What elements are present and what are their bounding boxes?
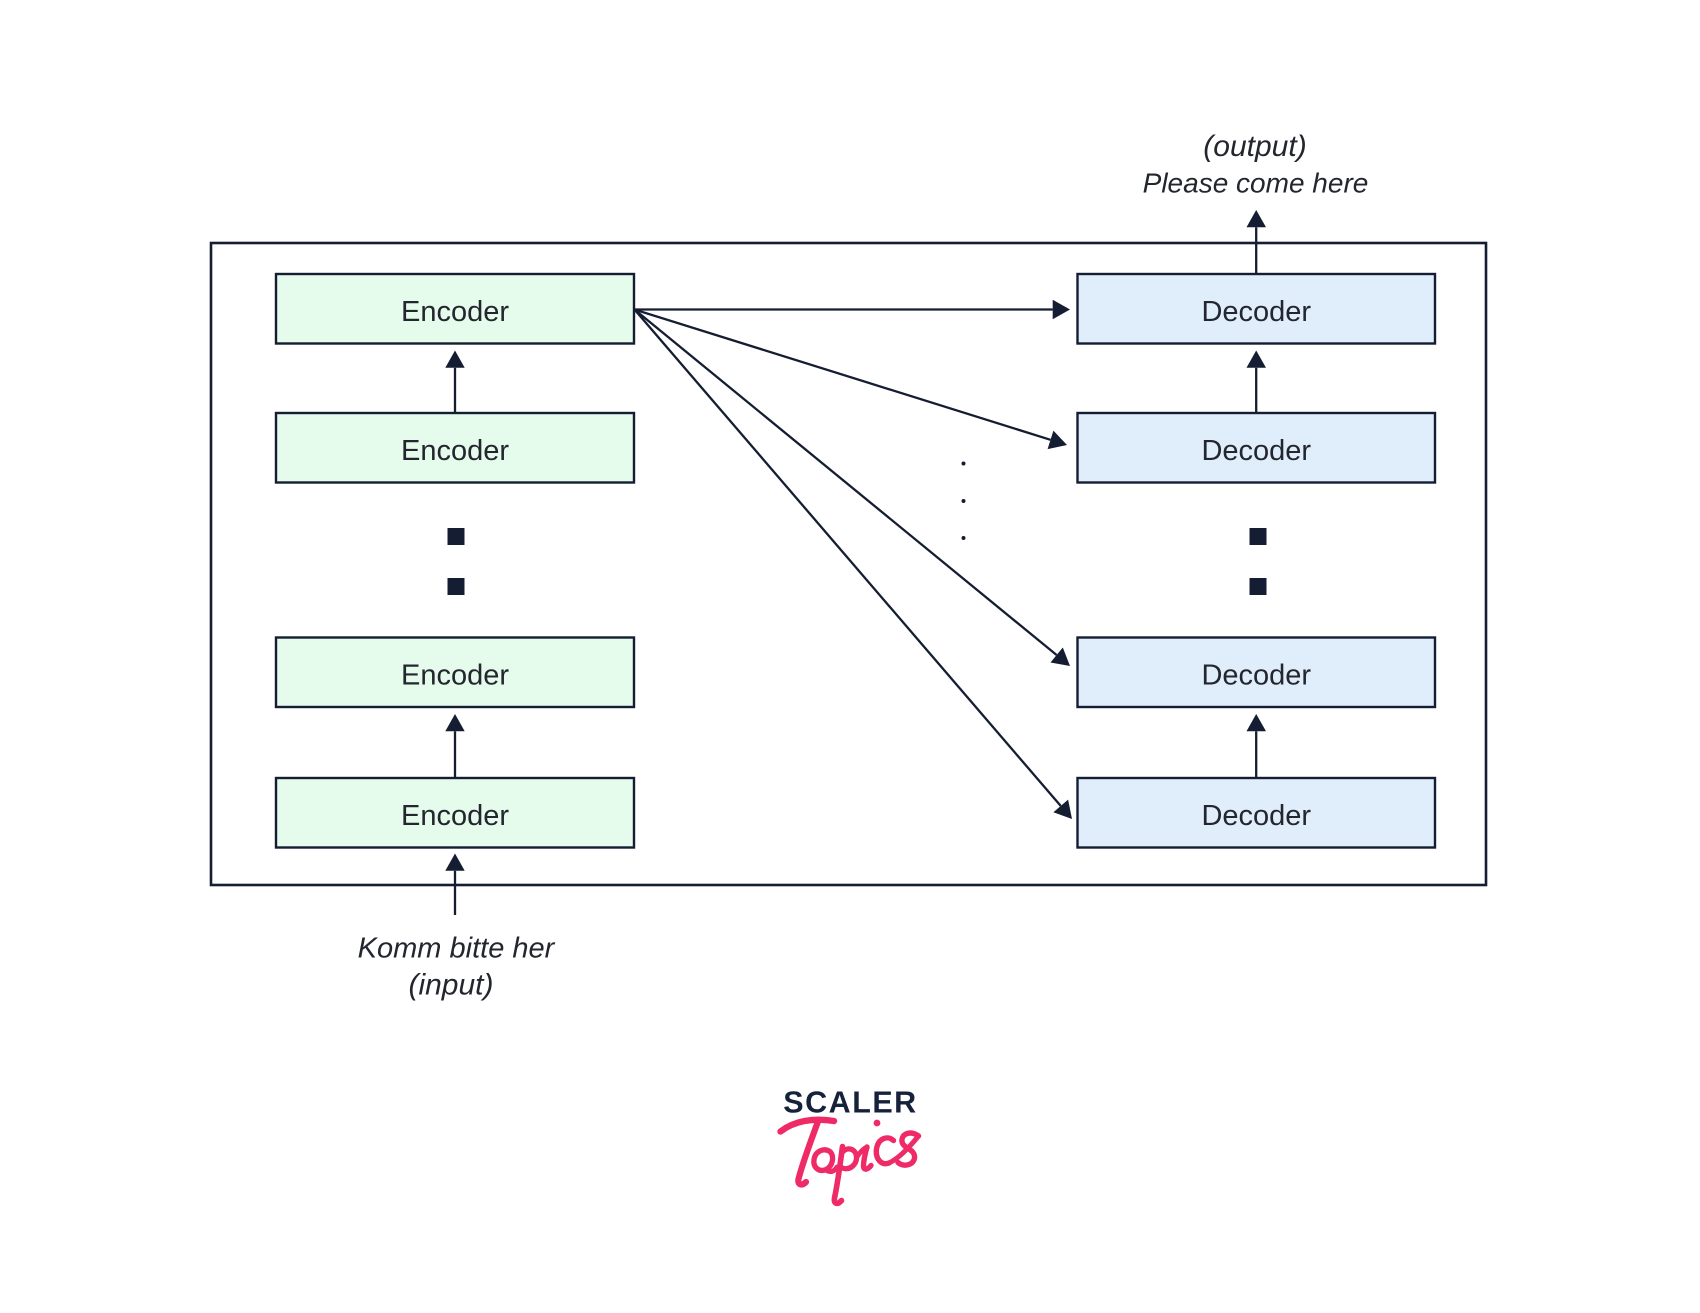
svg-text:(output): (output): [1203, 130, 1306, 163]
svg-text:(input): (input): [408, 969, 493, 1002]
svg-text:Please come here: Please come here: [1143, 168, 1369, 199]
svg-text:Encoder: Encoder: [401, 296, 509, 328]
svg-text:Decoder: Decoder: [1201, 800, 1311, 832]
svg-text:Komm bitte her: Komm bitte her: [358, 933, 556, 965]
svg-text:Encoder: Encoder: [401, 800, 509, 832]
svg-text:Encoder: Encoder: [401, 435, 509, 467]
svg-text:Decoder: Decoder: [1201, 296, 1311, 328]
svg-text:Decoder: Decoder: [1201, 659, 1311, 691]
svg-text:SCALER: SCALER: [783, 1086, 917, 1120]
svg-text:Decoder: Decoder: [1201, 435, 1311, 467]
svg-text:Encoder: Encoder: [401, 659, 509, 691]
